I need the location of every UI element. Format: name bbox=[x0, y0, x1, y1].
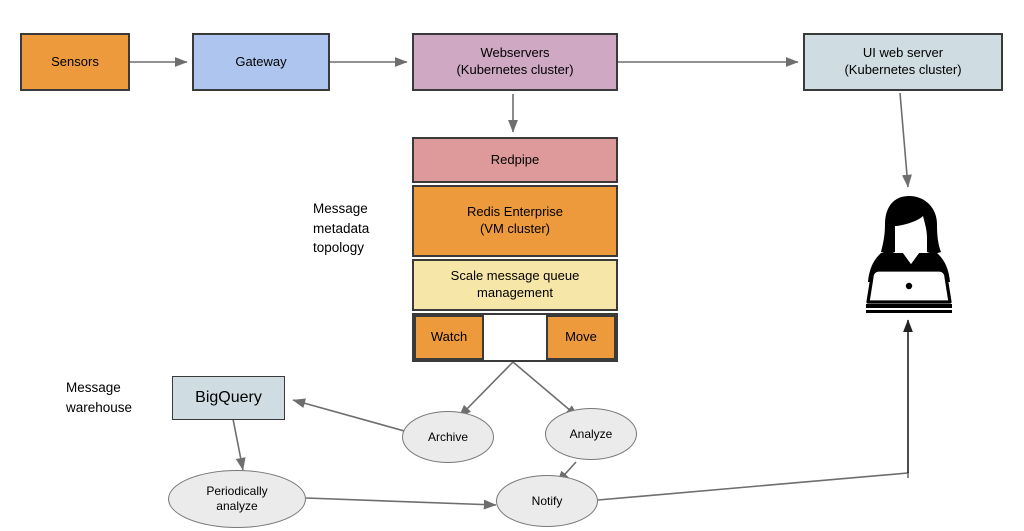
node-archive[interactable]: Archive bbox=[402, 411, 494, 463]
node-watch[interactable]: Watch bbox=[414, 315, 484, 360]
edge-archive-bigquery bbox=[292, 398, 409, 433]
node-bigquery[interactable]: BigQuery bbox=[172, 376, 285, 420]
node-webservers[interactable]: Webservers (Kubernetes cluster) bbox=[412, 33, 618, 91]
node-scale-message-queue[interactable]: Scale message queue management bbox=[412, 259, 618, 311]
node-scale-message-queue-label: Scale message queue management bbox=[450, 268, 580, 300]
edge-periodic-notify bbox=[305, 497, 497, 510]
edge-queue-archive bbox=[458, 361, 514, 418]
node-watch-label: Watch bbox=[430, 329, 468, 345]
edge-notify-person bbox=[597, 472, 909, 501]
node-webservers-label: Webservers (Kubernetes cluster) bbox=[456, 45, 574, 77]
node-periodically-analyze-label: Periodically analyze bbox=[206, 484, 268, 513]
annotation-message-metadata-topology: Message metadata topology bbox=[313, 201, 370, 256]
node-redpipe[interactable]: Redpipe bbox=[412, 137, 618, 183]
node-notify[interactable]: Notify bbox=[496, 475, 598, 527]
node-archive-label: Archive bbox=[427, 429, 468, 444]
node-gateway[interactable]: Gateway bbox=[192, 33, 330, 91]
annotation-message-warehouse: Message warehouse bbox=[66, 380, 133, 415]
node-sensors[interactable]: Sensors bbox=[20, 33, 130, 91]
node-bigquery-label: BigQuery bbox=[195, 388, 262, 406]
edge-queue-analyze bbox=[512, 361, 579, 418]
node-redpipe-label: Redpipe bbox=[490, 151, 540, 167]
node-ui-web-server[interactable]: UI web server (Kubernetes cluster) bbox=[803, 33, 1003, 91]
node-periodically-analyze[interactable]: Periodically analyze bbox=[168, 470, 306, 528]
node-move[interactable]: Move bbox=[546, 315, 616, 360]
node-ui-web-server-label: UI web server (Kubernetes cluster) bbox=[844, 45, 962, 77]
node-redis-enterprise-label: Redis Enterprise (VM cluster) bbox=[466, 204, 564, 236]
edge-bigquery-periodic bbox=[232, 418, 246, 471]
node-analyze[interactable]: Analyze bbox=[545, 408, 637, 460]
node-redis-enterprise[interactable]: Redis Enterprise (VM cluster) bbox=[412, 185, 618, 257]
node-sensors-label: Sensors bbox=[51, 53, 99, 69]
node-move-label: Move bbox=[565, 329, 597, 345]
node-analyze-label: Analyze bbox=[569, 426, 613, 441]
node-gateway-label: Gateway bbox=[235, 53, 287, 69]
person-at-laptop-icon bbox=[857, 190, 961, 314]
edge-uiwebserver-person bbox=[899, 92, 912, 188]
node-notify-label: Notify bbox=[531, 493, 563, 508]
